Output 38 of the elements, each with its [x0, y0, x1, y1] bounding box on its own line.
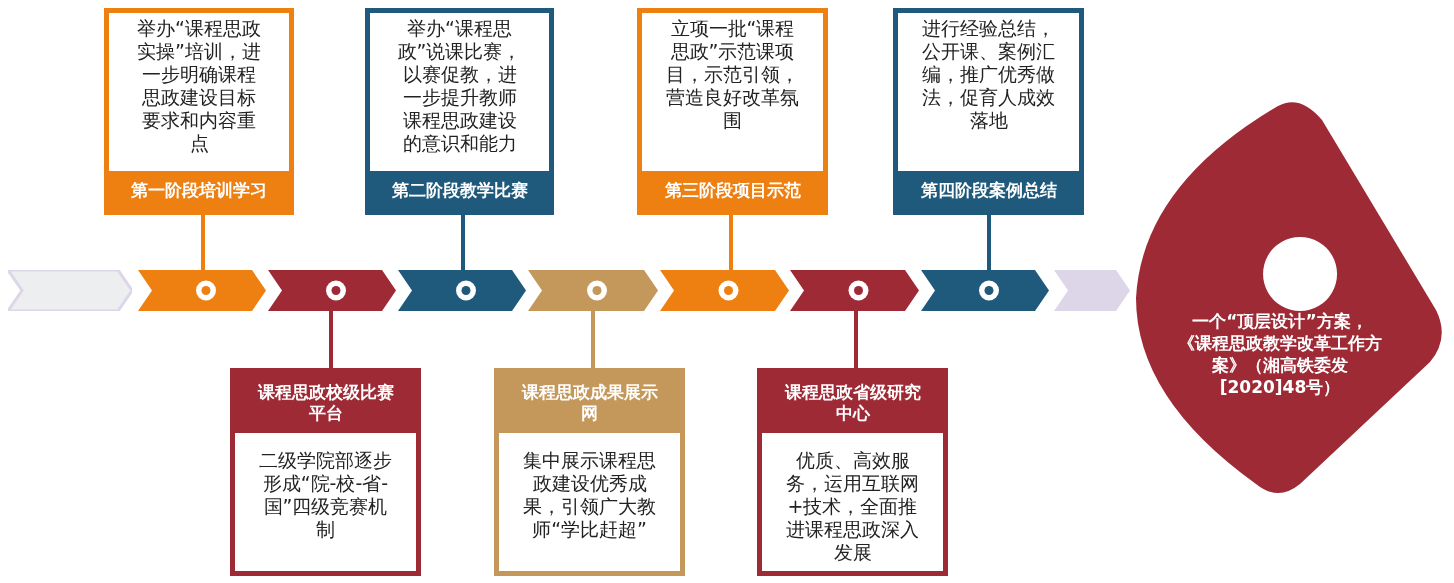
stage-card	[230, 368, 421, 576]
card-body-text: 立项一批“课程思政”示范课项目，示范引领，营造良好改革氛围	[666, 17, 799, 132]
connector-line	[201, 215, 205, 270]
chevron-marker	[398, 270, 526, 311]
connector-line	[461, 215, 465, 270]
stage-title-banner: 课程思政校级比赛平台	[235, 373, 416, 433]
card-body-text: 集中展示课程思政建设优秀成果，引领广大教师“学比赶超”	[523, 449, 656, 541]
stage-card	[104, 8, 294, 215]
connector-line	[729, 215, 733, 270]
stage-title-banner: 第三阶段项目示范	[642, 171, 823, 210]
card-body-text: 举办“课程思政”说课比赛，以赛促教，进一步提升教师课程思政建设的意识和能力	[396, 17, 523, 155]
connector-line	[987, 215, 991, 270]
stage-card	[494, 368, 685, 576]
chevron-marker	[268, 270, 396, 311]
stage-title-banner: 第一阶段培训学习	[109, 171, 289, 210]
stage-title-banner: 第四阶段案例总结	[898, 171, 1079, 210]
connector-line	[854, 311, 858, 368]
chevron-marker	[528, 270, 658, 311]
chevron-marker	[790, 270, 919, 311]
chevron-marker	[921, 270, 1049, 311]
connector-line	[591, 311, 595, 368]
stage-title-banner: 课程思政省级研究中心	[762, 373, 943, 433]
card-body-text: 优质、高效服务，运用互联网+技术，全面推进课程思政深入发展	[786, 449, 919, 564]
card-body-text: 进行经验总结，公开课、案例汇编，推广优秀做法，促育人成效落地	[922, 17, 1055, 132]
stage-card	[893, 8, 1084, 215]
chevron-marker	[660, 270, 789, 311]
chevron-marker	[138, 270, 266, 311]
stage-title-banner: 课程思政成果展示网	[499, 373, 680, 433]
stage-card	[365, 8, 554, 215]
stage-card	[637, 8, 828, 215]
card-body-text: 二级学院部逐步形成“院-校-省-国”四级竞赛机制	[259, 449, 392, 541]
plan-text: 一个“顶层设计”方案，《课程思政教学改革工作方案》（湘高铁委发[2020]48号）	[1178, 310, 1382, 398]
chevron-marker	[1054, 270, 1130, 311]
empty-chevron-marker	[8, 270, 132, 311]
card-body-text: 举办“课程思政实操”培训，进一步明确课程思政建设目标要求和内容重点	[136, 17, 262, 155]
stage-card	[757, 368, 948, 576]
stage-title-banner: 第二阶段教学比赛	[370, 171, 549, 210]
connector-line	[329, 311, 333, 368]
